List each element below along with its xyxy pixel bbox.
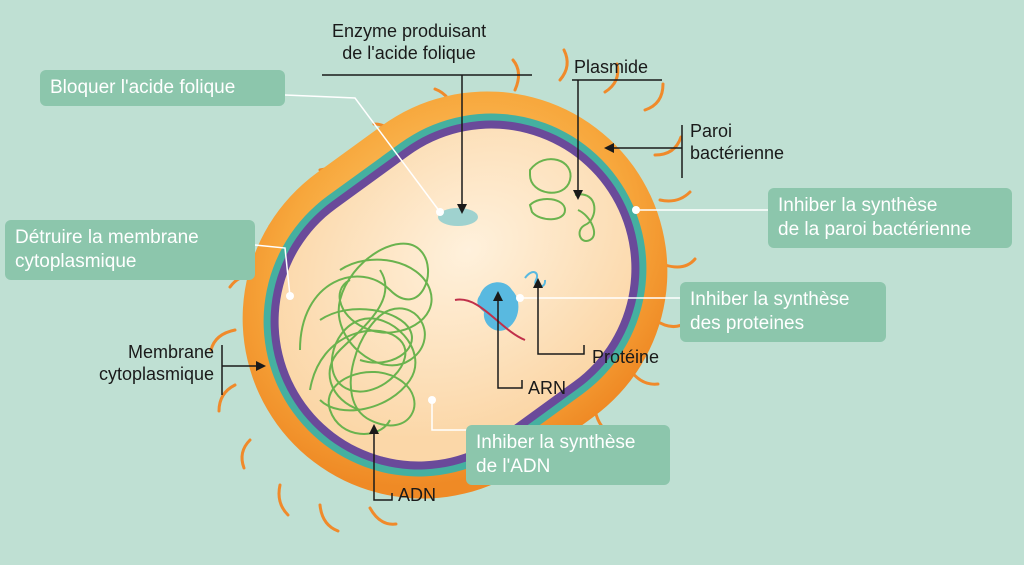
- callout-adn-line2: de l'ADN: [476, 456, 551, 477]
- protein-chain: [524, 271, 546, 288]
- label-membrane: Membrane cytoplasmique: [66, 341, 214, 385]
- cytoplasm: [278, 128, 632, 462]
- label-paroi: Paroi bactérienne: [690, 120, 784, 164]
- label-paroi-line2: bactérienne: [690, 143, 785, 163]
- label-paroi-line1: Paroi: [690, 121, 733, 141]
- callout-paroi-line1: Inhiber la synthèse: [778, 195, 938, 216]
- callout-membrane-line1: Détruire la membrane: [15, 227, 199, 248]
- label-enzyme-line2: de l'acide folique: [342, 43, 476, 63]
- callout-lines: [254, 94, 770, 431]
- callout-proteines-line2: des proteines: [690, 313, 805, 334]
- callout-folique: Bloquer l'acide folique: [40, 70, 285, 106]
- label-membrane-line1: Membrane: [127, 342, 214, 362]
- callout-adn-line1: Inhiber la synthèse: [476, 432, 636, 453]
- label-arn: ARN: [528, 378, 567, 398]
- label-membrane-line2: cytoplasmique: [98, 364, 214, 384]
- callout-proteines: Inhiber la synthèse des proteines: [680, 282, 886, 342]
- label-proteine: Protéine: [592, 347, 660, 367]
- plasmids: [528, 158, 596, 242]
- callout-adn: Inhiber la synthèse de l'ADN: [466, 425, 670, 485]
- dna-nucleoid: [299, 242, 433, 435]
- callout-membrane: Détruire la membrane cytoplasmique: [5, 220, 255, 280]
- label-enzyme-line1: Enzyme produisant: [332, 21, 487, 41]
- callout-proteines-line1: Inhiber la synthèse: [690, 289, 850, 310]
- callout-folique-line1: Bloquer l'acide folique: [50, 77, 236, 98]
- callout-paroi: Inhiber la synthèse de la paroi bactérie…: [768, 188, 1012, 248]
- callout-paroi-line2: de la paroi bactérienne: [778, 219, 972, 240]
- mrna-strand: [454, 298, 526, 341]
- pointer-lines: [221, 74, 683, 501]
- callout-membrane-line2: cytoplasmique: [15, 251, 137, 272]
- pointer-arrowheads: [256, 143, 614, 434]
- label-adn: ADN: [398, 485, 437, 505]
- label-plasmide: Plasmide: [574, 57, 649, 77]
- label-enzyme: Enzyme produisant de l'acide folique: [332, 20, 486, 64]
- enzyme-blob: [438, 208, 478, 226]
- callout-dots: [286, 206, 640, 404]
